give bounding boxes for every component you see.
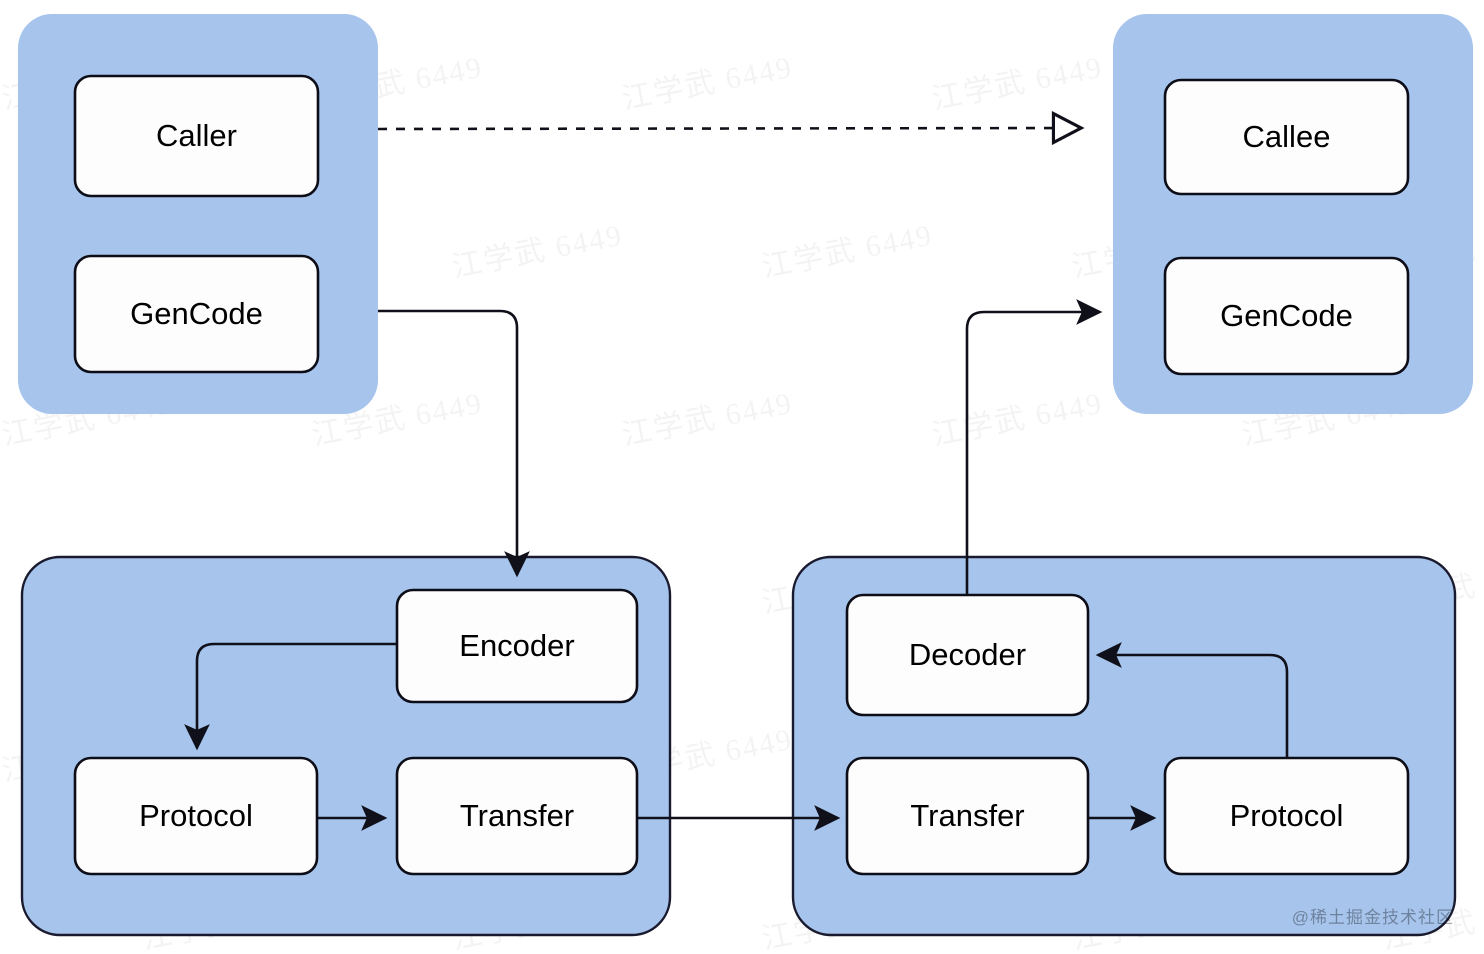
node-callee-gencode[interactable]: [1163, 256, 1410, 376]
edge-gencode-to-encoder: [378, 309, 530, 578]
node-callee[interactable]: [1163, 78, 1410, 196]
label-decoder: Decoder: [908, 637, 1027, 672]
label-callee-gencode: GenCode: [1220, 298, 1353, 333]
label-caller: Caller: [156, 118, 237, 153]
node-client-transfer[interactable]: [395, 756, 639, 876]
label-callee: Callee: [1242, 119, 1331, 154]
edge-protocol-to-decoder: [1095, 642, 1289, 758]
edge-caller-to-callee: [377, 128, 1080, 129]
label-client-transfer: Transfer: [459, 798, 575, 833]
node-server-protocol[interactable]: [1163, 756, 1410, 876]
node-server-transfer[interactable]: [845, 756, 1090, 876]
edge-encoder-to-protocol: [184, 642, 397, 751]
node-caller-gencode[interactable]: [73, 254, 320, 374]
edge-decoder-to-gencode: [965, 299, 1103, 595]
node-client-protocol[interactable]: [73, 756, 319, 876]
label-caller-gencode: GenCode: [130, 296, 263, 331]
node-decoder[interactable]: [845, 593, 1090, 717]
node-caller[interactable]: [73, 74, 320, 198]
label-client-protocol: Protocol: [139, 798, 253, 833]
label-server-transfer: Transfer: [910, 798, 1025, 833]
label-encoder: Encoder: [459, 628, 575, 663]
label-server-protocol: Protocol: [1229, 798, 1344, 833]
source-credit-watermark: @稀土掘金技术社区: [1291, 908, 1454, 927]
node-encoder[interactable]: [395, 588, 639, 704]
